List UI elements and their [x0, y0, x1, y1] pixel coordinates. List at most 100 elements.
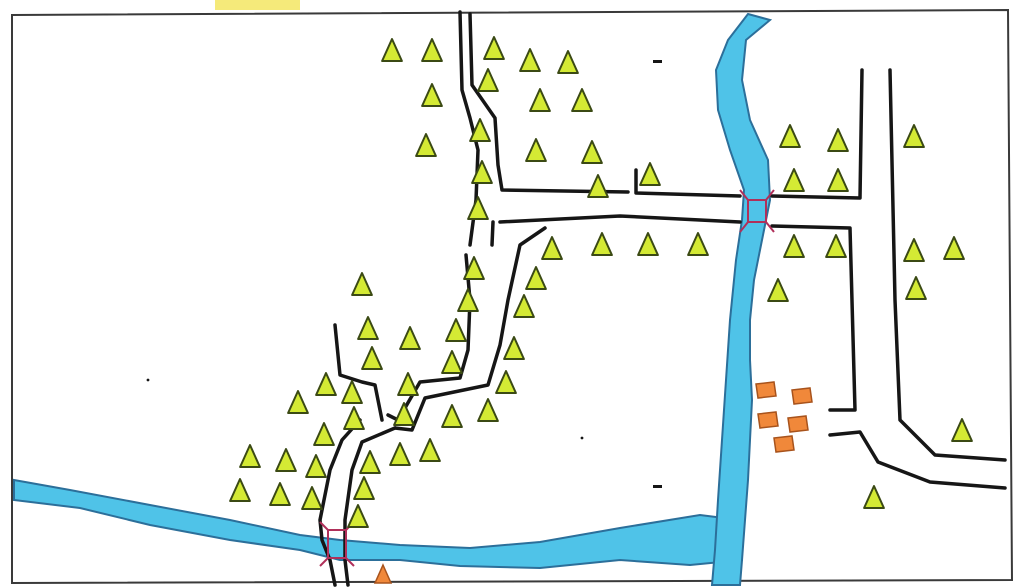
road-south-west-edge — [318, 418, 362, 587]
triangle-tree-icon — [503, 336, 525, 360]
triangle-tree-icon — [357, 316, 379, 340]
triangle-tree-icon — [525, 138, 547, 162]
triangle-tree-icon — [351, 272, 373, 296]
triangle-tree-icon — [581, 140, 603, 164]
triangle-tree-icon — [519, 48, 541, 72]
triangle-tree-icon — [495, 370, 517, 394]
triangle-tree-icon — [381, 38, 403, 62]
river-vertical — [710, 12, 773, 586]
triangle-tree-icon — [827, 168, 849, 192]
triangle-tree-icon — [951, 418, 973, 442]
triangle-tree-icon — [421, 38, 443, 62]
triangle-tree-icon — [467, 196, 489, 220]
triangle-tree-icon — [441, 350, 463, 374]
triangle-tree-icon — [315, 372, 337, 396]
triangle-tree-icon — [903, 238, 925, 262]
trees — [229, 36, 973, 528]
bridge-icon — [747, 199, 767, 223]
house-icon — [791, 387, 813, 405]
triangle-tree-icon — [305, 454, 327, 478]
road-south-east-edge — [343, 426, 397, 587]
triangle-tree-icon — [783, 234, 805, 258]
road-east-lower — [828, 430, 1007, 490]
triangle-tree-icon — [825, 234, 847, 258]
triangle-tree-icon — [477, 68, 499, 92]
triangle-tree-icon — [571, 88, 593, 112]
triangle-tree-icon — [275, 448, 297, 472]
road-north-branch-bottom — [498, 214, 742, 224]
pencil-dot — [580, 436, 584, 440]
triangle-tree-icon — [359, 450, 381, 474]
map-frame — [11, 8, 1014, 585]
triangle-tree-icon — [347, 504, 369, 528]
triangle-tree-icon — [441, 404, 463, 428]
road-east-bottom — [770, 224, 857, 412]
triangle-tree-icon — [905, 276, 927, 300]
rivers — [13, 12, 773, 586]
triangle-tree-icon — [557, 50, 579, 74]
pencil-marks — [146, 60, 662, 488]
triangle-tree-icon — [469, 118, 491, 142]
triangle-tree-icon — [687, 232, 709, 256]
triangle-tree-icon — [827, 128, 849, 152]
triangle-tree-icon — [393, 402, 415, 426]
triangle-tree-icon — [419, 438, 441, 462]
triangle-tree-icon — [239, 444, 261, 468]
triangle-tree-icon — [863, 485, 885, 509]
orange-marker-icon — [373, 563, 393, 584]
triangle-tree-icon — [463, 256, 485, 280]
bridge-rail — [739, 189, 775, 233]
road-north-inner — [490, 220, 495, 247]
pencil-mark — [653, 485, 662, 488]
houses — [373, 381, 813, 584]
triangle-tree-icon — [587, 174, 609, 198]
triangle-tree-icon — [483, 36, 505, 60]
triangle-tree-icon — [529, 88, 551, 112]
triangle-tree-icon — [229, 478, 251, 502]
triangle-tree-icon — [541, 236, 563, 260]
triangle-tree-icon — [353, 476, 375, 500]
road-west-loop — [333, 323, 384, 422]
triangle-tree-icon — [525, 266, 547, 290]
triangle-tree-icon — [477, 398, 499, 422]
triangle-tree-icon — [361, 346, 383, 370]
triangle-tree-icon — [513, 294, 535, 318]
house-icon — [773, 435, 795, 453]
triangle-tree-icon — [421, 83, 443, 107]
triangle-tree-icon — [287, 390, 309, 414]
triangle-tree-icon — [341, 380, 363, 404]
pencil-dot — [146, 378, 150, 382]
highlight-mark — [215, 0, 300, 10]
triangle-tree-icon — [445, 318, 467, 342]
triangle-tree-icon — [783, 168, 805, 192]
road-north-branch-top — [634, 168, 742, 198]
triangle-tree-icon — [767, 278, 789, 302]
triangle-tree-icon — [903, 124, 925, 148]
triangle-tree-icon — [343, 406, 365, 430]
triangle-tree-icon — [779, 124, 801, 148]
pencil-mark — [653, 60, 662, 63]
triangle-tree-icon — [397, 372, 419, 396]
triangle-tree-icon — [301, 486, 323, 510]
triangle-tree-icon — [313, 422, 335, 446]
triangle-tree-icon — [591, 232, 613, 256]
triangle-tree-icon — [269, 482, 291, 506]
house-icon — [757, 411, 779, 429]
triangle-tree-icon — [943, 236, 965, 260]
triangle-tree-icon — [457, 288, 479, 312]
triangle-tree-icon — [637, 232, 659, 256]
house-icon — [787, 415, 809, 433]
triangle-tree-icon — [415, 133, 437, 157]
triangle-tree-icon — [471, 160, 493, 184]
house-icon — [755, 381, 777, 399]
road-east-top — [770, 68, 864, 200]
bridge-east — [739, 189, 775, 233]
road-north-right-edge — [468, 12, 630, 194]
triangle-tree-icon — [399, 326, 421, 350]
triangle-tree-icon — [389, 442, 411, 466]
triangle-tree-icon — [639, 162, 661, 186]
road-east-far — [888, 68, 1007, 462]
bridge-icon — [327, 529, 347, 559]
